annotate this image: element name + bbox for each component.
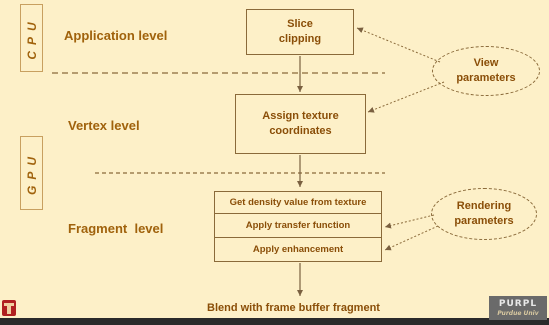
slice-clipping-box: Slice clipping xyxy=(246,9,354,55)
assign-texture-line2: coordinates xyxy=(269,125,332,137)
rendering-parameters-line2: parameters xyxy=(454,215,514,227)
rendering-parameters-bubble: Rendering parameters xyxy=(431,188,537,240)
slice-clipping-line1: Slice xyxy=(287,18,313,31)
vertex-level-label: Vertex level xyxy=(68,118,140,133)
application-level-label: Application level xyxy=(64,28,168,43)
assign-texture-box: Assign texture coordinates xyxy=(235,94,366,154)
purpl-logo-line1: PURPL xyxy=(498,298,538,309)
gpu-label: GPU xyxy=(24,150,39,196)
left-logo-graphic xyxy=(4,303,14,314)
gpu-box: GPU xyxy=(20,136,43,210)
arrow-view-to-assign xyxy=(367,81,445,113)
purpl-logo-line2: Purdue Univ xyxy=(497,309,539,317)
arrow-rendering-to-enhancement xyxy=(384,225,439,251)
step-transfer-function: Apply transfer function xyxy=(214,214,382,238)
cpu-label: CPU xyxy=(24,16,39,60)
left-logo-icon xyxy=(2,300,16,316)
view-parameters-line2: parameters xyxy=(456,72,516,84)
arrow-view-to-slice xyxy=(356,27,441,63)
view-parameters-bubble: View parameters xyxy=(432,46,540,96)
view-parameters-line1: View xyxy=(473,57,499,70)
fragment-steps: Get density value from texture Apply tra… xyxy=(214,191,382,262)
fragment-level-label: Fragment level xyxy=(68,221,164,236)
arrow-rendering-to-transfer xyxy=(384,214,435,229)
footer-bar xyxy=(0,318,549,325)
slice-clipping-line2: clipping xyxy=(278,33,322,45)
step-enhancement: Apply enhancement xyxy=(214,238,382,262)
assign-texture-line1: Assign texture xyxy=(262,110,339,123)
purpl-logo: PURPL Purdue Univ xyxy=(489,296,547,320)
step-get-density: Get density value from texture xyxy=(214,191,382,214)
rendering-parameters-line1: Rendering xyxy=(456,200,512,213)
blend-label: Blend with frame buffer fragment xyxy=(207,302,380,314)
cpu-box: CPU xyxy=(20,4,43,72)
